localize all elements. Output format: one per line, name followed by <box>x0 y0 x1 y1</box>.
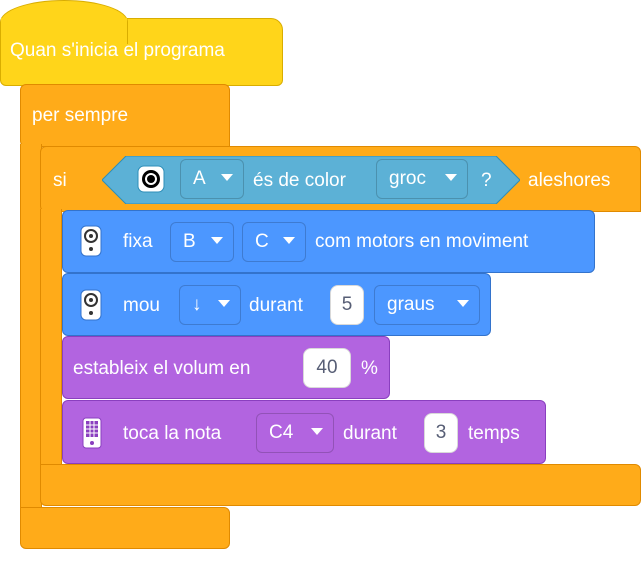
motor-port1-dropdown[interactable]: B <box>170 222 234 262</box>
note-value: C4 <box>269 422 294 443</box>
hub-speaker-icon <box>82 417 102 454</box>
chevron-down-icon <box>457 300 469 307</box>
motor-port2-value: C <box>255 231 269 252</box>
condition-question: ? <box>481 170 492 191</box>
direction-value: ↓ <box>192 294 202 315</box>
beats-value: 3 <box>435 422 447 443</box>
chevron-down-icon <box>311 428 323 435</box>
motor-port2-dropdown[interactable]: C <box>242 222 306 262</box>
forever-label: per sempre <box>32 105 129 126</box>
motor-pair-icon <box>80 289 102 326</box>
color-value: groc <box>389 168 426 189</box>
color-sensor-icon <box>137 165 165 198</box>
then-label: aleshores <box>528 170 611 191</box>
event-label: Quan s'inicia el programa <box>10 40 225 61</box>
note-dropdown[interactable]: C4 <box>256 413 334 453</box>
unit-dropdown[interactable]: graus <box>374 285 480 325</box>
volume-label: estableix el volum en <box>73 358 251 379</box>
forever-block-arm <box>20 144 42 510</box>
volume-percent: % <box>361 358 378 379</box>
color-dropdown[interactable]: groc <box>376 159 468 199</box>
chevron-down-icon <box>211 237 223 244</box>
sensor-port-value: A <box>193 168 206 189</box>
sensor-port-dropdown[interactable]: A <box>180 159 244 199</box>
move-amount-input[interactable]: 5 <box>330 285 364 325</box>
move-during-label: durant <box>249 295 303 316</box>
play-note-during-label: durant <box>343 423 397 444</box>
play-note-label: toca la nota <box>123 423 222 444</box>
event-hat-cap-fill <box>1 18 127 48</box>
motor-pair-icon <box>80 225 102 262</box>
chevron-down-icon <box>283 237 295 244</box>
motor-port1-value: B <box>183 231 196 252</box>
condition-label: és de color <box>253 170 346 191</box>
volume-input[interactable]: 40 <box>303 348 351 388</box>
set-motors-label: fixa <box>123 231 153 252</box>
beats-input[interactable]: 3 <box>424 413 458 453</box>
forever-block-bottom <box>20 507 230 549</box>
if-label: si <box>53 170 67 191</box>
move-label: mou <box>123 295 160 316</box>
chevron-down-icon <box>445 174 457 181</box>
chevron-down-icon <box>218 300 230 307</box>
direction-dropdown[interactable]: ↓ <box>179 285 241 325</box>
beats-unit-label: temps <box>468 423 520 444</box>
set-motors-block[interactable] <box>62 210 595 273</box>
if-block-arm <box>40 209 62 467</box>
chevron-down-icon <box>221 174 233 181</box>
set-motors-suffix: com motors en moviment <box>315 231 529 252</box>
move-amount-value: 5 <box>341 294 353 315</box>
forever-block-top[interactable] <box>20 84 230 147</box>
if-block-bottom <box>40 464 641 506</box>
unit-value: graus <box>387 294 435 315</box>
volume-value: 40 <box>316 357 338 378</box>
